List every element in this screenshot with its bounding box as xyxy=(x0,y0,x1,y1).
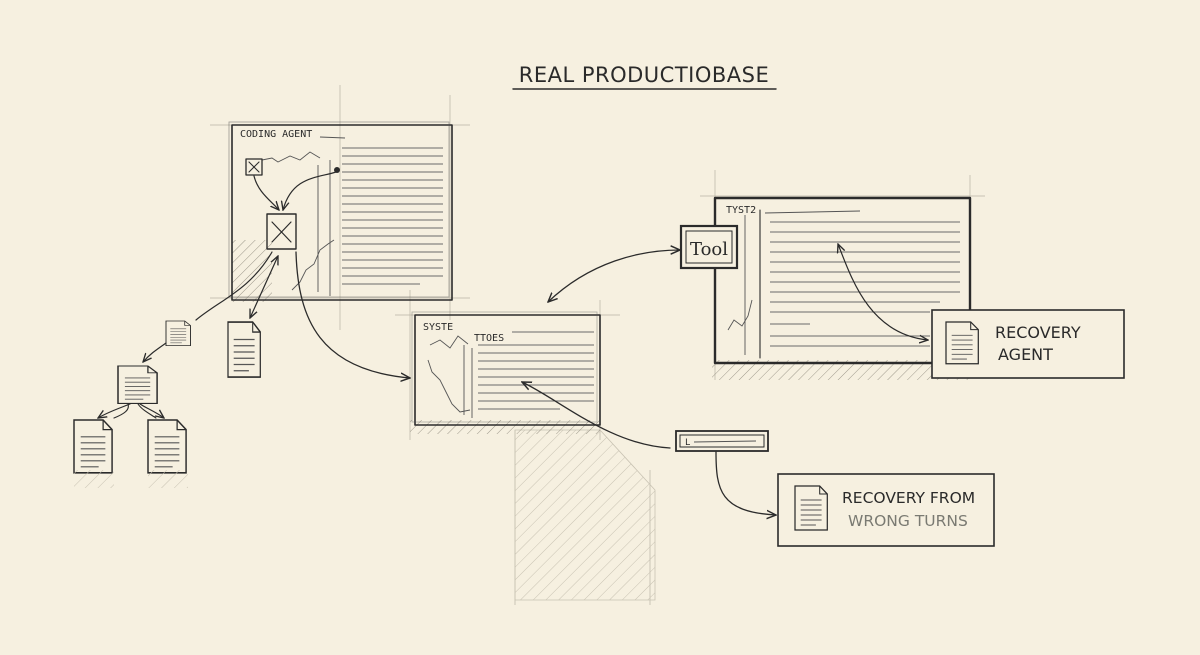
document-icon xyxy=(117,365,158,405)
system-middle-label-right: TTOES xyxy=(474,333,504,344)
document-tree xyxy=(73,251,278,488)
system-middle-label-left: SYSTE xyxy=(423,322,453,333)
tool-label: Tool xyxy=(690,239,728,260)
system-middle-text-lines xyxy=(478,331,594,410)
document-icon xyxy=(227,321,262,378)
coding-agent-label: CODING AGENT xyxy=(240,129,312,140)
system-right-label: TYST2 xyxy=(726,205,756,216)
recovery-from-line1: RECOVERY FROM xyxy=(842,489,975,507)
document-icon xyxy=(165,320,191,347)
document-icon xyxy=(73,419,113,474)
system-middle-panel: SYSTE TTOES xyxy=(410,311,656,601)
close-box-icon-large xyxy=(266,213,297,250)
close-box-icon-small xyxy=(245,158,263,176)
recovery-from-line2: WRONG TURNS xyxy=(848,512,968,530)
recovery-from-callout: RECOVERY FROM WRONG TURNS xyxy=(777,473,995,547)
document-icon xyxy=(945,321,979,365)
document-icon xyxy=(147,419,187,474)
recovery-agent-line2: AGENT xyxy=(998,345,1053,364)
coding-agent-text-lines xyxy=(342,147,443,285)
title-text: REAL PRODUCTIOBASE xyxy=(519,63,770,87)
tool-box: Tool xyxy=(679,224,739,270)
coding-agent-panel: CODING AGENT xyxy=(228,121,453,302)
diagram-title: REAL PRODUCTIOBASE xyxy=(512,63,777,90)
document-icon xyxy=(794,485,828,531)
recovery-agent-line1: RECOVERY xyxy=(995,323,1081,342)
input-box-label: L xyxy=(685,438,690,448)
recovery-agent-callout: RECOVERY AGENT xyxy=(931,309,1125,379)
input-box: L xyxy=(675,430,769,452)
